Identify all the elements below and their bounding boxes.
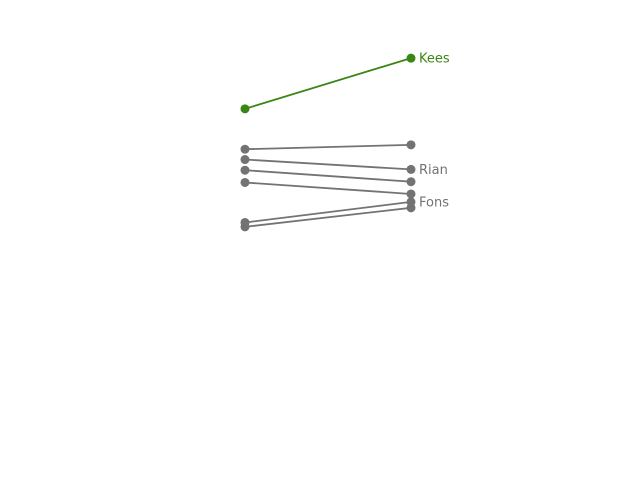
series-label-rian: Rian: [419, 163, 448, 178]
series-line-series-6: [244, 206, 412, 228]
point-kees-start: [240, 104, 250, 114]
point-series-4-end: [406, 177, 416, 187]
point-series-2-end: [406, 140, 416, 150]
point-fons-end: [406, 197, 416, 207]
series-points: [240, 53, 416, 232]
point-kees-end: [406, 53, 416, 63]
point-rian-end: [406, 164, 416, 174]
point-series-4-start: [240, 165, 250, 175]
series-line-series-5: [244, 181, 412, 195]
series-line-series-2: [244, 143, 412, 151]
series-lines: [244, 57, 412, 228]
series-line-rian: [244, 158, 412, 171]
point-series-5-start: [240, 177, 250, 187]
point-series-5-end: [406, 189, 416, 199]
series-line-fons: [244, 200, 412, 224]
point-rian-start: [240, 155, 250, 165]
series-line-kees: [244, 57, 412, 110]
series-label-fons: Fons: [419, 195, 449, 210]
series-label-kees: Kees: [419, 52, 450, 67]
point-series-2-start: [240, 144, 250, 154]
point-fons-start: [240, 217, 250, 227]
series-line-series-4: [244, 169, 412, 183]
